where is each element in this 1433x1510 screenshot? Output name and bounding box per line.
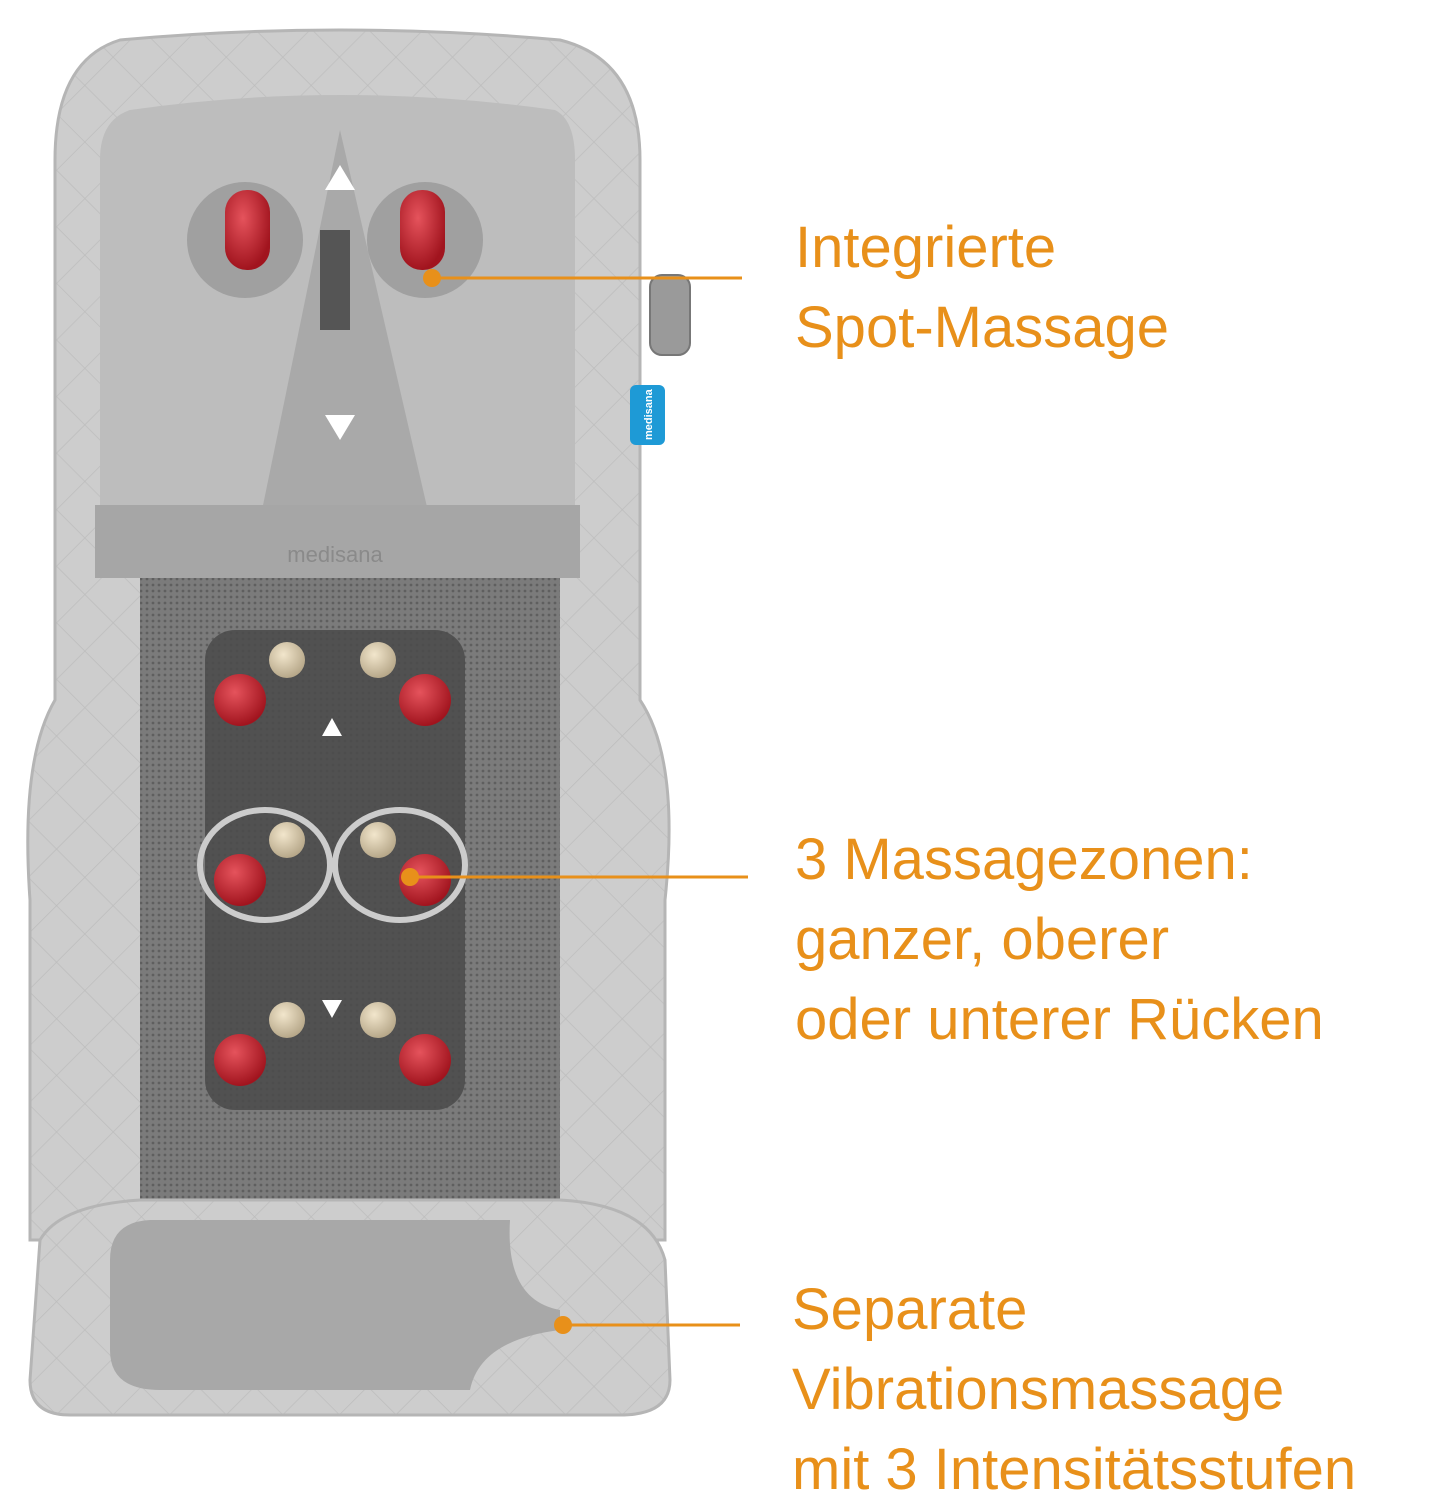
brand-tag: medisana — [630, 385, 665, 445]
shiatsu-nodes — [197, 642, 468, 1086]
callout-line: ganzer, oberer — [795, 907, 1170, 972]
callout-massage-zones: 3 Massagezonen: ganzer, oberer oder unte… — [795, 820, 1324, 1060]
callout-line: Separate — [792, 1277, 1028, 1342]
brand-band — [95, 505, 580, 578]
brand-print: medisana — [287, 542, 383, 567]
callout-lines — [401, 269, 748, 1334]
callout-line: Integrierte — [795, 215, 1057, 280]
spot-massage-heads — [187, 165, 483, 440]
control-knob — [649, 274, 691, 356]
svg-text:medisana: medisana — [643, 388, 655, 440]
callout-line: 3 Massagezonen: — [795, 827, 1253, 892]
callout-line: mit 3 Intensitätsstufen — [792, 1437, 1357, 1502]
callout-spot-massage: Integrierte Spot-Massage — [795, 208, 1169, 368]
seat-vibration-pad — [110, 1220, 560, 1390]
callout-line: Spot-Massage — [795, 295, 1169, 360]
callout-vibration: Separate Vibrationsmassage mit 3 Intensi… — [792, 1270, 1356, 1510]
callout-line: Vibrationsmassage — [792, 1357, 1285, 1422]
callout-line: oder unterer Rücken — [795, 987, 1324, 1052]
